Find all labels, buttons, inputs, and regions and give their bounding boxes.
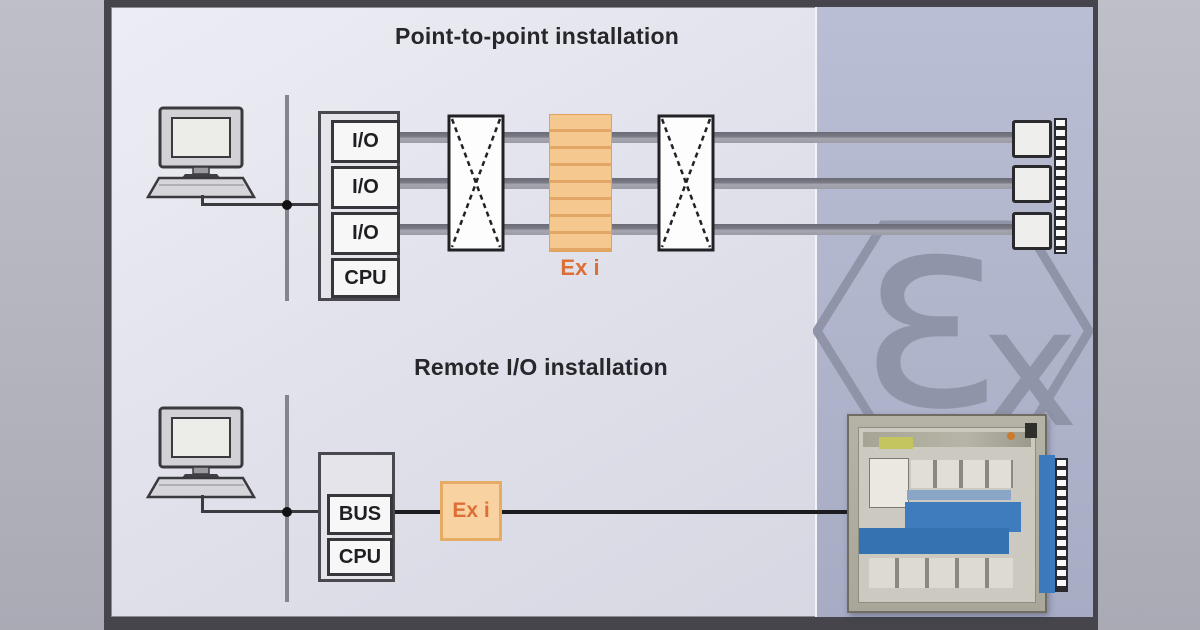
junction-dot [282, 200, 292, 210]
computer-to-rack-line [201, 510, 319, 513]
enclosure-orange-indicator [1007, 432, 1015, 440]
field-enclosure-photo [847, 414, 1047, 613]
exi-barrier-striped-block [549, 114, 612, 252]
computer-icon [145, 106, 257, 199]
isolator-box-2 [657, 114, 715, 252]
field-terminal-box-1 [1012, 120, 1052, 158]
drop-line [201, 195, 204, 206]
controller-rack: I/O I/O I/O CPU [318, 111, 400, 301]
keyboard [145, 476, 257, 499]
field-terminal-box-3 [1012, 212, 1052, 250]
junction-dot [282, 507, 292, 517]
x-symbol-icon [450, 118, 502, 248]
network-backbone-line [285, 395, 289, 602]
top-section-title: Point-to-point installation [395, 23, 679, 49]
rack-module-cpu: CPU [327, 538, 393, 576]
field-terminal-box-2 [1012, 165, 1052, 203]
enclosure-terminal-row-bottom [869, 558, 1013, 588]
bus-wire-to-enclosure [502, 510, 856, 514]
terminal-pins-column [1054, 118, 1067, 254]
diagram-canvas: ε x Point-to-point installation I/O I/O … [111, 7, 1093, 617]
exi-barrier-label: Ex i [560, 255, 600, 280]
computer-to-rack-line [201, 203, 319, 206]
enclosure-module-white [869, 458, 909, 508]
diagram-frame: ε x Point-to-point installation I/O I/O … [104, 0, 1098, 630]
network-backbone-line [285, 95, 289, 301]
monitor-screen [171, 117, 231, 158]
rack-module-io-3: I/O [331, 212, 400, 255]
rack-module-cpu: CPU [331, 258, 400, 298]
watermark-epsilon: ε [859, 219, 1005, 443]
enclosure-yellow-component [879, 437, 913, 449]
remote-rack: BUS CPU [318, 452, 395, 582]
enclosure-terminal-row-top [911, 460, 1013, 488]
rack-module-bus: BUS [327, 494, 393, 535]
enclosure-pins-column [1055, 458, 1068, 592]
keyboard [145, 176, 257, 199]
enclosure-blue-rail-2 [859, 528, 1009, 554]
x-symbol-icon [660, 118, 712, 248]
enclosure-blue-rail-1 [905, 502, 1021, 532]
exi-barrier-box: Ex i [440, 481, 502, 541]
bottom-section-title: Remote I/O installation [414, 354, 668, 380]
drop-line [201, 495, 204, 513]
rack-module-io-2: I/O [331, 166, 400, 209]
enclosure-clamp [1025, 423, 1037, 438]
monitor-screen [171, 417, 231, 458]
rack-module-io-1: I/O [331, 120, 400, 163]
computer-icon [145, 406, 257, 499]
enclosure-blue-row-small [907, 490, 1011, 500]
bus-wire-to-barrier [395, 510, 440, 514]
isolator-box-1 [447, 114, 505, 252]
enclosure-connector-strip [1039, 455, 1055, 593]
ex-hexagon-watermark-icon: ε x [813, 219, 1093, 443]
